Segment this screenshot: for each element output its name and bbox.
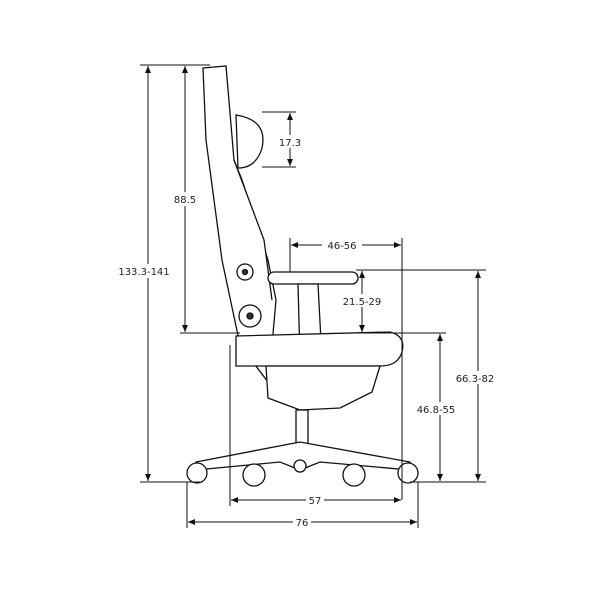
base-star [195, 441, 411, 471]
chair-outline [186, 65, 419, 487]
label-backrest-height: 88.5 [174, 195, 196, 206]
label-seat-height: 46.8-55 [417, 405, 456, 416]
seat-mechanism [265, 365, 381, 411]
dim-overall-height: 133.3-141 [118, 66, 170, 481]
dimension-lines: 133.3-141 88.5 17.3 46-56 21.5-29 66.3-8… [118, 64, 500, 529]
dim-armrest-floor-height: 66.3-82 [452, 271, 500, 481]
recline-knob-center [246, 312, 254, 320]
label-base-width: 76 [296, 518, 309, 529]
label-lumbar-height: 17.3 [279, 138, 301, 149]
dim-armrest-height: 21.5-29 [340, 271, 384, 332]
label-armrest-floor-height: 66.3-82 [456, 374, 495, 385]
dim-seat-height: 46.8-55 [414, 334, 458, 481]
label-armrest-depth: 46-56 [327, 241, 356, 252]
casters [186, 459, 419, 487]
dim-armrest-depth: 46-56 [291, 238, 401, 252]
knob-upper-center [241, 268, 249, 276]
label-armrest-height: 21.5-29 [343, 297, 382, 308]
dim-seat-width: 57 [231, 494, 401, 507]
seat [235, 331, 404, 367]
dim-base-width: 76 [188, 516, 417, 529]
headrest-cushion [235, 114, 264, 169]
dim-lumbar-height: 17.3 [279, 113, 303, 166]
label-seat-width: 57 [309, 496, 322, 507]
dim-backrest-height: 88.5 [172, 66, 198, 332]
label-overall-height: 133.3-141 [118, 267, 169, 278]
armrest-pad [267, 271, 359, 285]
